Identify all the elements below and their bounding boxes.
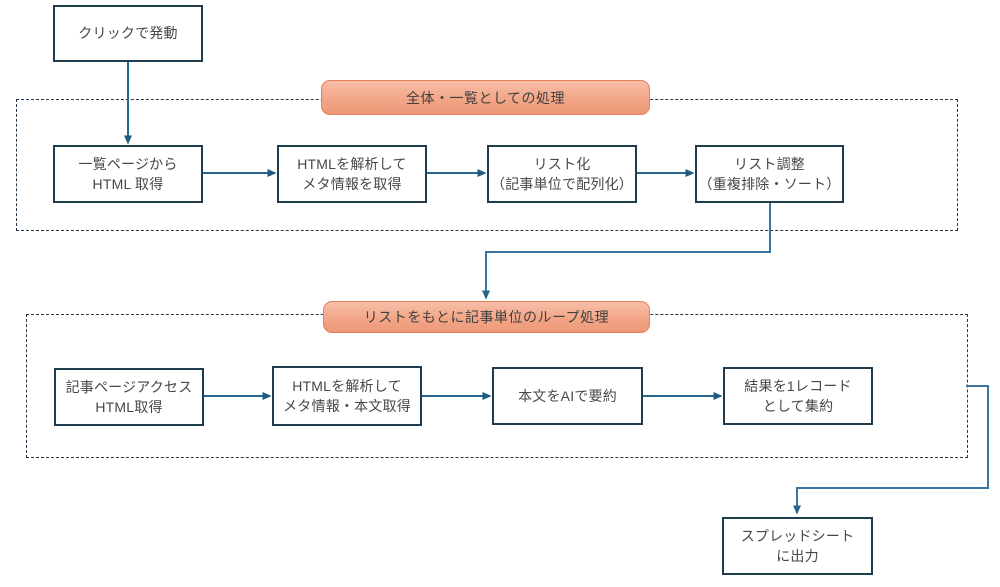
node-article-page-access: 記事ページアクセス HTML取得 (54, 368, 204, 426)
node-label-line: として集約 (762, 398, 834, 414)
node-label-line: スプレッドシート (740, 527, 855, 544)
node-label-line: に出力 (776, 548, 819, 564)
node-label-line: メタ情報・本文取得 (283, 398, 411, 414)
node-label-line: HTML 取得 (92, 176, 164, 192)
node-label-line: HTML取得 (95, 399, 163, 415)
node-label-line: リスト調整 (734, 155, 805, 172)
node-listify-articles: リスト化 （記事単位で配列化） (487, 145, 637, 203)
node-ai-summarize: 本文をAIで要約 (492, 367, 643, 425)
node-label-line: 記事ページアクセス (65, 378, 193, 395)
node-label-line: リスト化 (533, 155, 591, 172)
node-parse-html-body: HTMLを解析して メタ情報・本文取得 (272, 366, 422, 426)
node-label-line: 一覧ページから (78, 155, 178, 172)
node-label-line: （記事単位で配列化） (491, 176, 633, 192)
node-parse-html-meta: HTMLを解析して メタ情報を取得 (277, 145, 427, 203)
node-spreadsheet-output: スプレッドシート に出力 (722, 517, 873, 575)
node-label-line: （重複排除・ソート） (698, 176, 841, 192)
node-fetch-list-html: 一覧ページから HTML 取得 (53, 145, 203, 203)
node-aggregate-record: 結果を1レコード として集約 (723, 367, 873, 425)
node-label-line: 結果を1レコード (744, 377, 852, 394)
node-label-line: クリックで発動 (78, 25, 178, 42)
node-label-line: HTMLを解析して (297, 155, 407, 172)
group-label-overall-text: 全体・一覧としての処理 (405, 89, 566, 106)
node-label-line: HTMLを解析して (292, 377, 402, 394)
group-label-loop-text: リストをもとに記事単位のループ処理 (363, 309, 610, 325)
group-label-loop: リストをもとに記事単位のループ処理 (323, 301, 650, 333)
node-label-line: 本文をAIで要約 (518, 387, 617, 404)
node-list-adjust: リスト調整 （重複排除・ソート） (695, 145, 844, 203)
group-label-overall: 全体・一覧としての処理 (321, 80, 650, 115)
node-click-trigger: クリックで発動 (53, 5, 203, 62)
node-label-line: メタ情報を取得 (302, 176, 402, 192)
